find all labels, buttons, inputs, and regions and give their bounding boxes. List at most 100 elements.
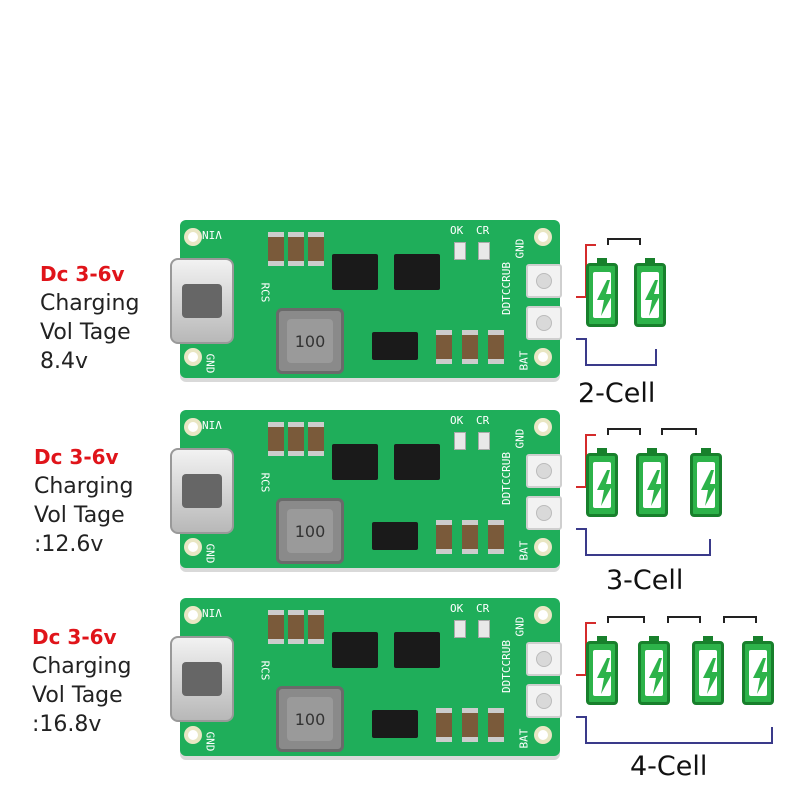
battery-cell: [586, 258, 618, 327]
inductor: 100: [276, 308, 344, 374]
capacitor: [288, 232, 304, 266]
mount-hole: [534, 606, 552, 624]
vin-label: VIN: [202, 606, 222, 619]
capacitor: [308, 422, 324, 456]
diode: [372, 332, 418, 360]
status-led: [454, 620, 466, 638]
diode: [372, 710, 418, 738]
status-led: [454, 432, 466, 450]
mount-hole: [534, 348, 552, 366]
ok-label: OK: [450, 224, 464, 237]
mount-hole: [534, 418, 552, 436]
usb-c-connector: [170, 636, 234, 722]
gnd-left-label: GND: [203, 731, 217, 752]
spec-line-1: Charging: [40, 291, 140, 316]
spec-line-2: Vol Tage: [34, 503, 125, 528]
battery-cell: [742, 636, 774, 705]
capacitor: [462, 330, 478, 364]
input-voltage: Dc 3-6v: [40, 262, 125, 286]
charge-voltage: :16.8v: [32, 712, 102, 737]
battery-cell: [636, 448, 668, 517]
mount-hole: [534, 726, 552, 744]
charge-voltage: :12.6v: [34, 532, 104, 557]
row-3cell: Dc 3-6v Charging Vol Tage :12.6v VIN GND…: [0, 405, 800, 596]
capacitor: [462, 708, 478, 742]
capacitor: [308, 610, 324, 644]
mount-hole: [184, 538, 202, 556]
battery-cell: [586, 636, 618, 705]
diode: [372, 522, 418, 550]
charge-voltage: 8.4v: [40, 349, 89, 374]
capacitor: [436, 708, 452, 742]
spec-line-2: Vol Tage: [32, 683, 123, 708]
spec-label: Dc 3-6v Charging Vol Tage :16.8v: [32, 623, 131, 739]
ok-label: OK: [450, 602, 464, 615]
usb-c-connector: [170, 258, 234, 344]
input-voltage: Dc 3-6v: [32, 625, 117, 649]
status-led: [478, 620, 490, 638]
battery-cell: [690, 448, 722, 517]
gnd-right-label: GND: [513, 616, 527, 637]
ddtcc-label: DDTCCRUB: [499, 640, 513, 693]
inductor-value: 100: [287, 319, 333, 363]
battery-cell: [586, 448, 618, 517]
ic-chip: [332, 444, 378, 480]
status-led: [478, 432, 490, 450]
inductor-value: 100: [287, 697, 333, 741]
cell-count-label: 2-Cell: [578, 378, 656, 409]
capacitor: [308, 232, 324, 266]
mount-hole: [534, 538, 552, 556]
capacitor: [488, 520, 504, 554]
bat-negative-pad: [526, 306, 562, 340]
spec-label: Dc 3-6v Charging Vol Tage :12.6v: [34, 443, 133, 559]
ic-chip: [332, 632, 378, 668]
capacitor: [268, 610, 284, 644]
capacitor: [268, 232, 284, 266]
capacitor: [288, 422, 304, 456]
spec-line-1: Charging: [32, 654, 132, 679]
vin-label: VIN: [202, 418, 222, 431]
input-voltage: Dc 3-6v: [34, 445, 119, 469]
status-led: [454, 242, 466, 260]
cell-count-label: 3-Cell: [606, 565, 684, 596]
cr-label: CR: [476, 224, 490, 237]
gnd-right-label: GND: [513, 238, 527, 259]
gnd-left-label: GND: [203, 353, 217, 374]
mount-hole: [184, 726, 202, 744]
vin-label: VIN: [202, 228, 222, 241]
mount-hole: [184, 348, 202, 366]
capacitor: [488, 708, 504, 742]
usb-c-connector: [170, 448, 234, 534]
bat-label: BAT: [517, 540, 531, 561]
row-2cell: Dc 3-6v Charging Vol Tage 8.4v VIN GND O…: [0, 215, 800, 409]
capacitor: [436, 330, 452, 364]
row-4cell: Dc 3-6v Charging Vol Tage :16.8v VIN GND…: [0, 593, 800, 782]
cell-count-label: 4-Cell: [630, 751, 708, 782]
capacitor: [288, 610, 304, 644]
inductor: 100: [276, 498, 344, 564]
battery-cell: [638, 636, 670, 705]
ic-chip: [394, 444, 440, 480]
status-led: [478, 242, 490, 260]
bat-positive-pad: [526, 642, 562, 676]
inductor-value: 100: [287, 509, 333, 553]
bat-negative-pad: [526, 496, 562, 530]
cr-label: CR: [476, 414, 490, 427]
mount-hole: [184, 228, 202, 246]
battery-cell: [692, 636, 724, 705]
bat-label: BAT: [517, 728, 531, 749]
bat-positive-pad: [526, 264, 562, 298]
spec-line-1: Charging: [34, 474, 134, 499]
ddtcc-label: DDTCCRUB: [499, 262, 513, 315]
gnd-left-label: GND: [203, 543, 217, 564]
gnd-right-label: GND: [513, 428, 527, 449]
capacitor: [268, 422, 284, 456]
inductor: 100: [276, 686, 344, 752]
bat-positive-pad: [526, 454, 562, 488]
ok-label: OK: [450, 414, 464, 427]
capacitor: [436, 520, 452, 554]
mount-hole: [184, 418, 202, 436]
rcs-label: RCS: [258, 660, 272, 681]
ddtcc-label: DDTCCRUB: [499, 452, 513, 505]
spec-line-2: Vol Tage: [40, 320, 131, 345]
